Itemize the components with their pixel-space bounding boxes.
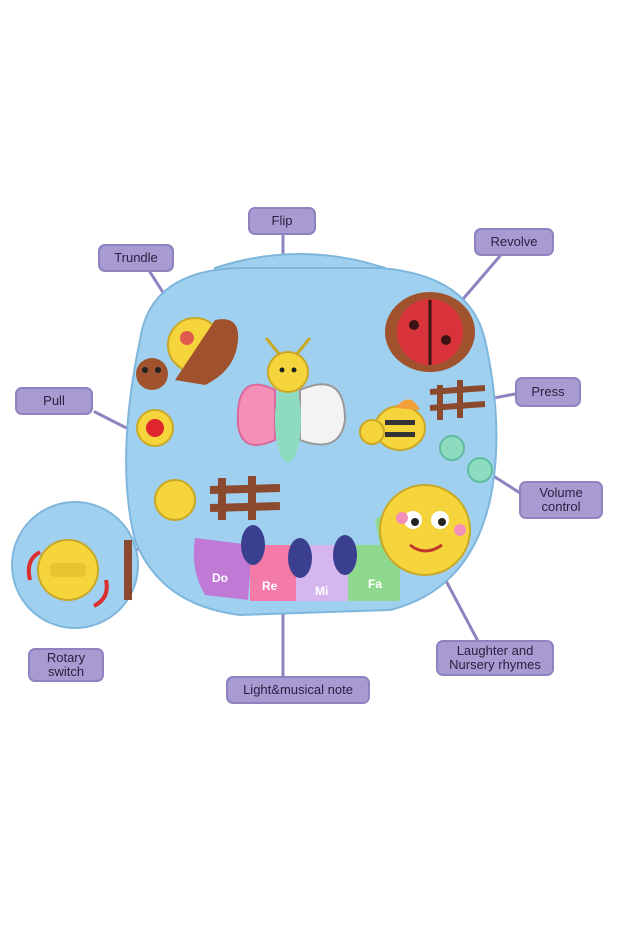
pull-flower xyxy=(136,409,174,447)
flip-butterfly xyxy=(236,337,347,462)
rotary-knob xyxy=(154,479,196,521)
revolve-ladybug xyxy=(385,292,475,372)
label-press: Press xyxy=(515,377,581,407)
caterpillar xyxy=(375,484,471,576)
label-volume-control: Volume control xyxy=(519,481,603,519)
label-revolve-text: Revolve xyxy=(490,234,538,249)
label-laughter-line2: Nursery rhymes xyxy=(449,657,541,672)
label-revolve: Revolve xyxy=(474,228,554,256)
volume-buttons xyxy=(439,435,493,483)
trundle-bear xyxy=(136,317,239,390)
key-re-label: Re xyxy=(262,579,278,593)
press-bees xyxy=(359,399,426,451)
label-rotary-line2: switch xyxy=(47,664,85,679)
label-light-note-text: Light&musical note xyxy=(243,682,353,697)
label-light-musical-note: Light&musical note xyxy=(226,676,370,704)
label-flip-text: Flip xyxy=(271,213,293,228)
label-pull: Pull xyxy=(15,387,93,415)
key-mi-label: Mi xyxy=(315,584,328,598)
label-rotary-switch: Rotary switch xyxy=(28,648,104,682)
fence-left xyxy=(209,476,281,520)
label-laughter-nursery: Laughter and Nursery rhymes xyxy=(436,640,554,676)
piano-keys xyxy=(193,525,400,601)
label-press-text: Press xyxy=(531,384,565,399)
label-rotary-line1: Rotary xyxy=(46,650,86,665)
fence-right xyxy=(429,380,486,420)
label-volume-line1: Volume xyxy=(539,485,583,500)
label-flip: Flip xyxy=(248,207,316,235)
label-volume-line2: control xyxy=(541,499,581,514)
key-do-label: Do xyxy=(212,571,228,585)
label-laughter-line1: Laughter and xyxy=(456,643,534,658)
key-fa-label: Fa xyxy=(368,577,382,591)
rotary-switch-inset xyxy=(11,501,139,629)
label-trundle-text: Trundle xyxy=(114,250,158,265)
label-pull-text: Pull xyxy=(43,393,65,408)
label-trundle: Trundle xyxy=(98,244,174,272)
